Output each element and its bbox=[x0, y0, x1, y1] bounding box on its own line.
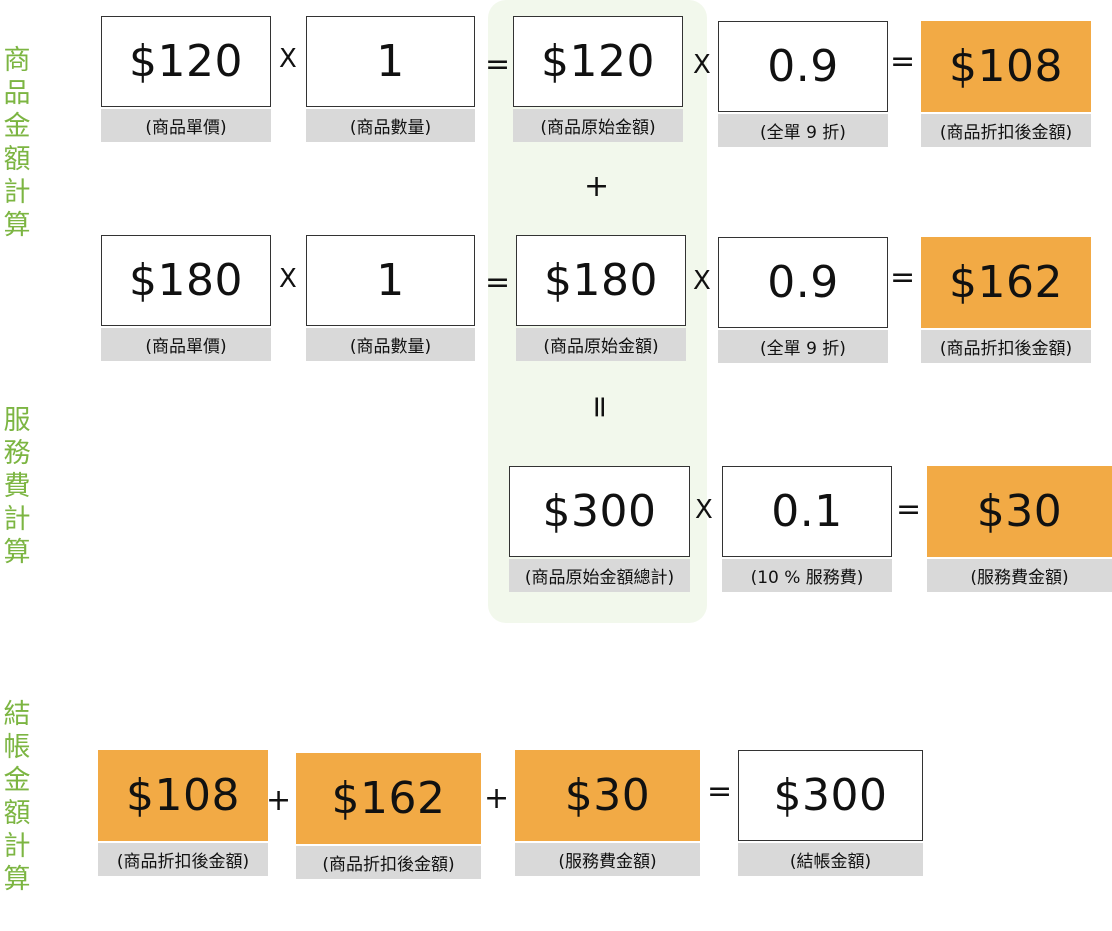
row1-quantity-box: 1 bbox=[306, 16, 475, 107]
section-title-service-calc: 服務費計算 bbox=[3, 405, 31, 568]
row2-equals-operator-1: = bbox=[485, 265, 511, 300]
checkout-total-box: $300 bbox=[738, 750, 923, 841]
service-equals-operator: = bbox=[896, 492, 922, 527]
row1-equals-operator-2: = bbox=[890, 44, 916, 79]
row2-discount-caption: (全單 9 折) bbox=[718, 330, 888, 363]
row2-unit-price-caption: (商品單價) bbox=[101, 328, 271, 361]
checkout-plus-operator-2: + bbox=[484, 781, 510, 816]
rows-plus-operator: + bbox=[584, 169, 610, 204]
row2-times-operator-2: X bbox=[693, 266, 711, 296]
checkout-fee-caption: (服務費金額) bbox=[515, 843, 700, 876]
row1-unit-price-box: $120 bbox=[101, 16, 271, 107]
checkout-fee-box: $30 bbox=[515, 750, 700, 841]
checkout-item2-caption: (商品折扣後金額) bbox=[296, 846, 481, 879]
row1-original-amount-caption: (商品原始金額) bbox=[513, 109, 683, 142]
service-total-original-box: $300 bbox=[509, 466, 690, 557]
section-title-checkout-calc: 結帳金額計算 bbox=[3, 699, 31, 895]
row1-equals-operator-1: = bbox=[485, 47, 511, 82]
checkout-equals-operator: = bbox=[707, 774, 733, 809]
row2-discounted-amount-box: $162 bbox=[921, 237, 1091, 328]
row2-equals-operator-2: = bbox=[890, 260, 916, 295]
row1-times-operator-1: X bbox=[279, 44, 297, 74]
service-total-original-caption: (商品原始金額總計) bbox=[509, 559, 690, 592]
row1-discount-box: 0.9 bbox=[718, 21, 888, 112]
row1-discounted-amount-box: $108 bbox=[921, 21, 1091, 112]
row2-discount-box: 0.9 bbox=[718, 237, 888, 328]
service-fee-caption: (服務費金額) bbox=[927, 559, 1112, 592]
row1-discounted-amount-caption: (商品折扣後金額) bbox=[921, 114, 1091, 147]
row2-unit-price-box: $180 bbox=[101, 235, 271, 326]
checkout-item2-box: $162 bbox=[296, 753, 481, 844]
row2-times-operator-1: X bbox=[279, 264, 297, 294]
service-rate-caption: (10 % 服務費) bbox=[722, 559, 892, 592]
row1-times-operator-2: X bbox=[693, 50, 711, 80]
checkout-item1-box: $108 bbox=[98, 750, 268, 841]
checkout-plus-operator-1: + bbox=[266, 783, 292, 818]
row1-discount-caption: (全單 9 折) bbox=[718, 114, 888, 147]
row2-original-amount-box: $180 bbox=[516, 235, 686, 326]
row1-unit-price-caption: (商品單價) bbox=[101, 109, 271, 142]
section-title-item-calc: 商品金額計算 bbox=[3, 45, 31, 241]
row2-original-amount-caption: (商品原始金額) bbox=[516, 328, 686, 361]
checkout-item1-caption: (商品折扣後金額) bbox=[98, 843, 268, 876]
row1-original-amount-box: $120 bbox=[513, 16, 683, 107]
row1-quantity-caption: (商品數量) bbox=[306, 109, 475, 142]
row2-discounted-amount-caption: (商品折扣後金額) bbox=[921, 330, 1091, 363]
service-rate-box: 0.1 bbox=[722, 466, 892, 557]
service-times-operator: X bbox=[695, 495, 713, 525]
checkout-total-caption: (結帳金額) bbox=[738, 843, 923, 876]
row2-quantity-caption: (商品數量) bbox=[306, 328, 475, 361]
column-sum-equals-operator: = bbox=[582, 394, 618, 420]
row2-quantity-box: 1 bbox=[306, 235, 475, 326]
service-fee-box: $30 bbox=[927, 466, 1112, 557]
